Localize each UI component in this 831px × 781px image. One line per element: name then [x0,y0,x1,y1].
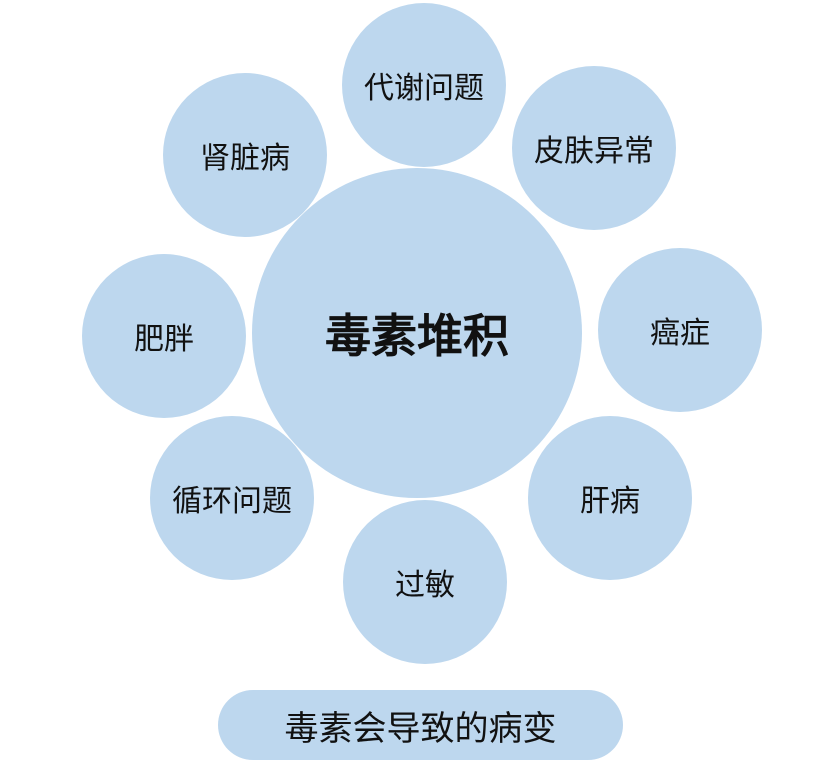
node-label: 癌症 [650,316,710,351]
caption-text: 毒素会导致的病变 [284,708,557,749]
node-label: 皮肤异常 [534,134,654,169]
caption-pill: 毒素会导致的病变 [218,690,623,760]
effect-node-liver: 肝病 [528,416,692,580]
node-label: 肝病 [580,484,640,519]
center-node-toxin-buildup: 毒素堆积 [252,168,582,498]
effect-node-skin: 皮肤异常 [512,66,676,230]
effect-node-obesity: 肥胖 [82,254,246,418]
node-label: 肾脏病 [200,141,290,176]
effect-node-allergy: 过敏 [343,500,507,664]
center-label: 毒素堆积 [325,309,509,363]
effect-node-metabolism: 代谢问题 [342,3,506,167]
node-label: 代谢问题 [364,71,484,106]
effect-node-kidney: 肾脏病 [163,73,327,237]
effect-node-circulation: 循环问题 [150,416,314,580]
node-label: 循环问题 [172,484,292,519]
node-label: 肥胖 [134,322,194,357]
effect-node-cancer: 癌症 [598,248,762,412]
node-label: 过敏 [395,568,455,603]
